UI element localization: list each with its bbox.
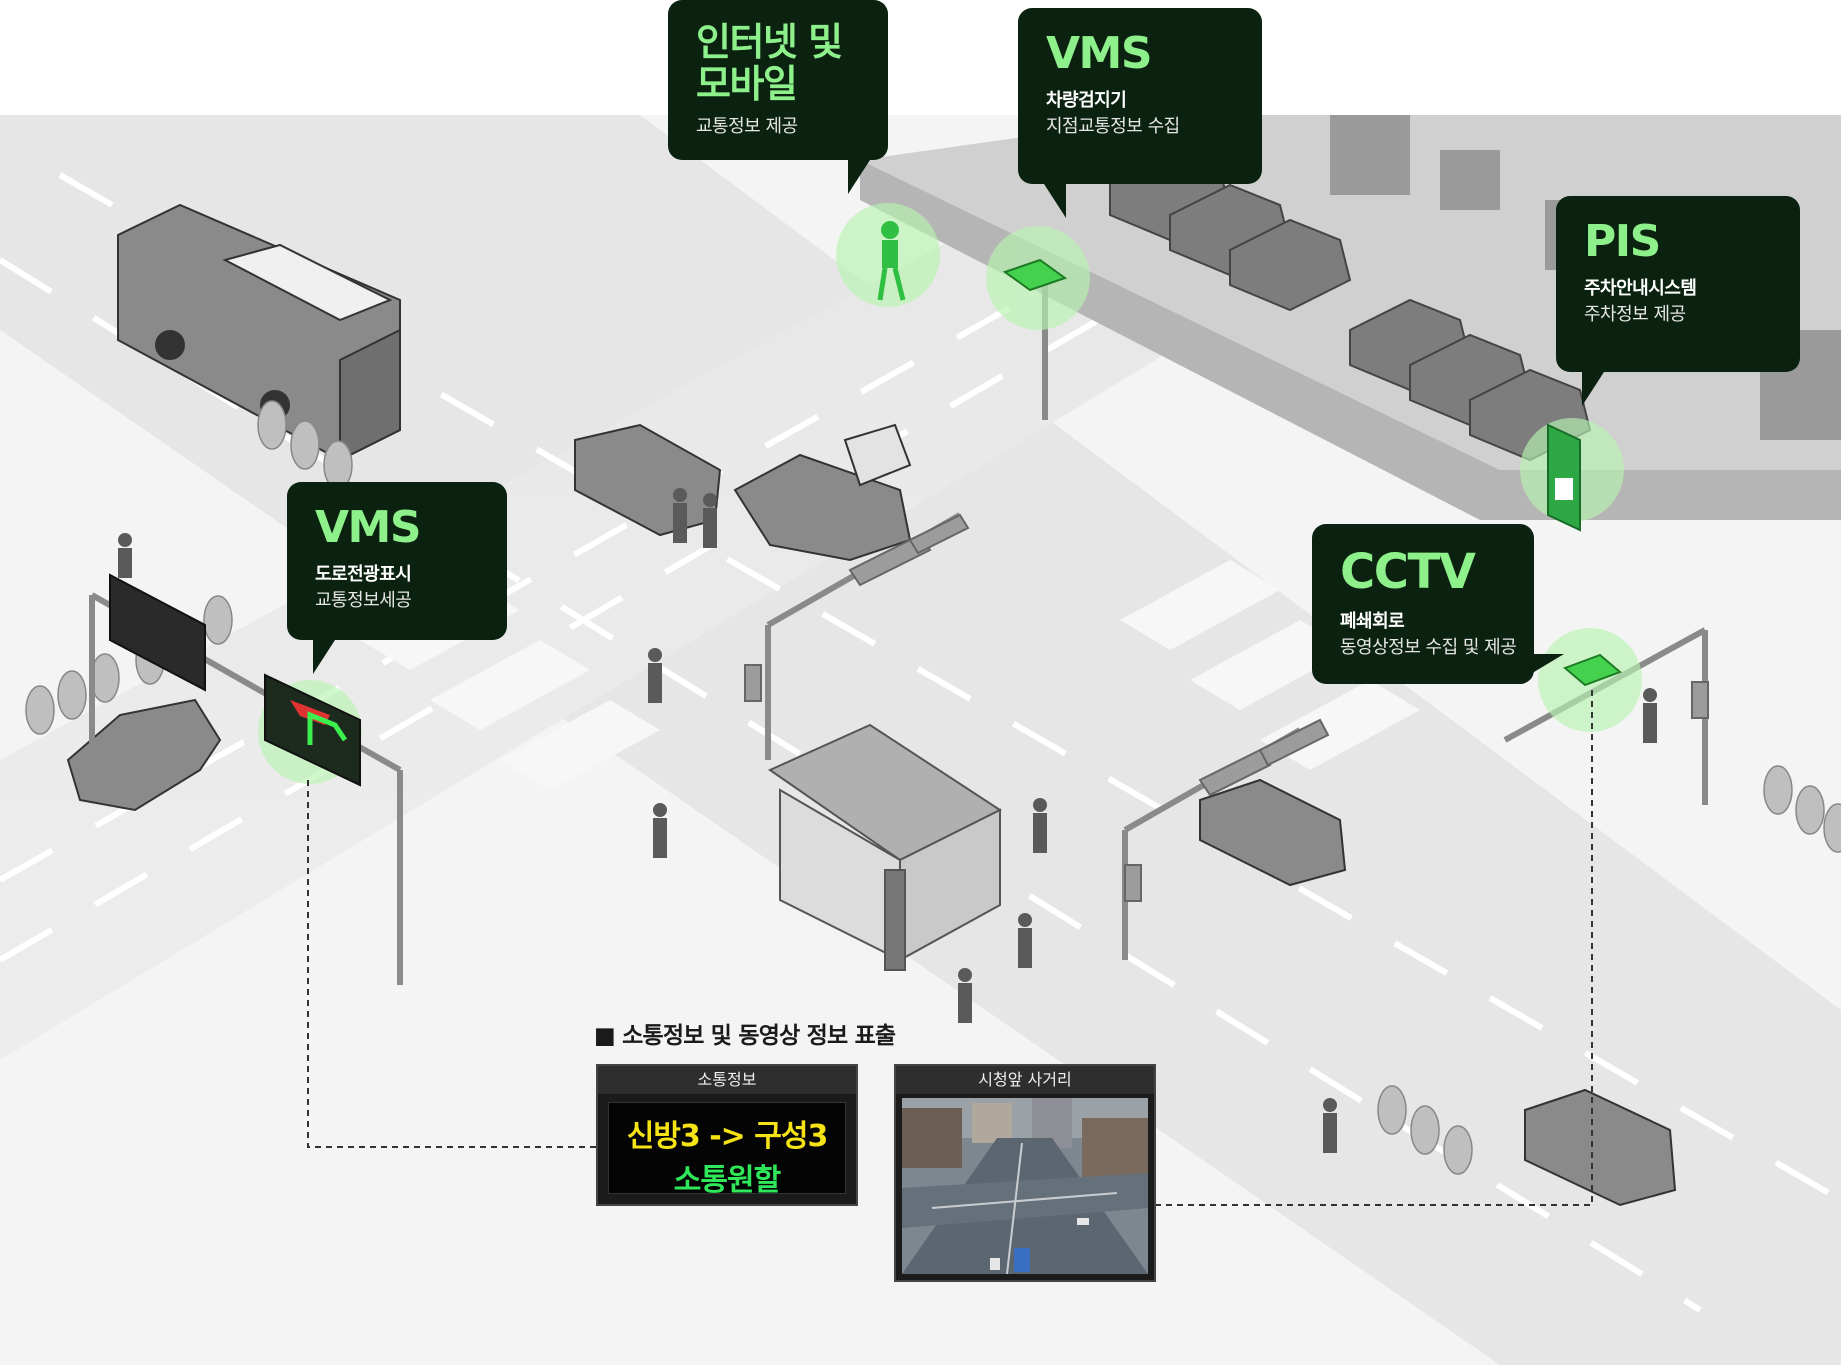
traffic-panel-header: 소통정보 <box>598 1066 856 1094</box>
bus-shelter <box>767 723 1003 971</box>
vms-left-title: VMS <box>315 502 422 553</box>
pis-kiosk <box>1547 423 1581 532</box>
cctv-sub: 동영상정보 수집 및 제공 <box>1340 636 1517 658</box>
vms-top-sub-bold: 차량검지기 <box>1046 90 1127 112</box>
vms-left-sub: 교통정보세공 <box>315 590 412 612</box>
intersection-camera-image <box>902 1098 1148 1274</box>
cctv-video-feed <box>902 1098 1148 1274</box>
vms-sign-callout: VMS 도로전광표시 교통정보세공 <box>287 482 507 674</box>
overhead-sign <box>109 573 206 692</box>
traffic-route-text: 신방3 -> 구성3 <box>626 1119 829 1154</box>
cctv-video-panel: 시청앞 사거리 <box>894 1064 1156 1282</box>
internet-mobile-callout: 인터넷 및 모바일 교통정보 제공 <box>668 0 888 194</box>
vms-top-title: VMS <box>1046 28 1153 79</box>
traffic-info-panel: 소통정보 신방3 -> 구성3 소통원할 <box>596 1064 858 1206</box>
internet-callout-title-1: 인터넷 및 <box>696 20 843 64</box>
right-cars <box>1199 778 1677 1207</box>
pis-callout: PIS 주차안내시스템 주차정보 제공 <box>1556 196 1800 406</box>
bus <box>117 203 401 462</box>
video-panel-header: 시청앞 사거리 <box>896 1066 1154 1094</box>
signal-heads <box>744 513 1709 902</box>
connector-lines <box>307 690 1593 1206</box>
vms-left-sub-bold: 도로전광표시 <box>315 564 412 586</box>
cctv-camera <box>1563 653 1622 687</box>
vms-top-sub: 지점교통정보 수집 <box>1046 116 1180 138</box>
parked-cars <box>1109 148 1592 462</box>
internet-callout-title-2: 모바일 <box>696 61 798 106</box>
cctv-sub-bold: 폐쇄회로 <box>1340 610 1405 632</box>
pedestrians <box>118 488 1657 1153</box>
taxi <box>66 698 222 812</box>
traffic-led-screen: 신방3 -> 구성3 소통원할 <box>608 1102 846 1198</box>
internet-callout-sub: 교통정보 제공 <box>696 115 798 137</box>
vms-board <box>264 673 361 787</box>
cctv-title: CCTV <box>1340 544 1476 600</box>
pis-title: PIS <box>1584 216 1661 267</box>
vms-detector-callout: VMS 차량검지기 지점교통정보 수집 <box>1018 8 1262 218</box>
pedestrian-mobile <box>877 221 906 301</box>
traffic-status-text: 소통원할 <box>673 1163 781 1198</box>
pis-sub: 주차정보 제공 <box>1584 304 1686 326</box>
display-caption: ■ 소통정보 및 동영상 정보 표출 <box>594 1023 896 1049</box>
vehicle-detector <box>1002 258 1068 292</box>
cctv-callout: CCTV 폐쇄회로 동영상정보 수집 및 제공 <box>1312 524 1534 684</box>
pis-sub-bold: 주차안내시스템 <box>1584 278 1697 300</box>
